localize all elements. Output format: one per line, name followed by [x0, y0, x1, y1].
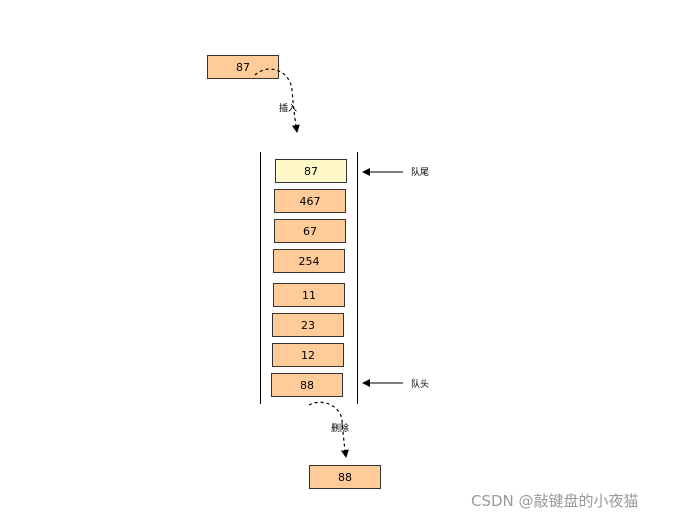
- queue-item: 11: [273, 283, 345, 307]
- outgoing-item-box: 88: [309, 465, 381, 489]
- insert-label: 插入: [279, 104, 298, 114]
- delete-label: 删除: [331, 424, 350, 434]
- queue-left-wall: [260, 152, 261, 404]
- queue-item-head: 88: [271, 373, 343, 397]
- incoming-item-box: 87: [207, 55, 279, 79]
- head-label: 队头: [411, 380, 430, 390]
- delete-arrow: [308, 401, 349, 458]
- insert-arrow: [254, 68, 300, 133]
- queue-item: 12: [272, 343, 344, 367]
- queue-item: 254: [273, 249, 345, 273]
- queue-item: 467: [274, 189, 346, 213]
- queue-right-wall: [357, 152, 358, 404]
- watermark: CSDN @敲键盘的小夜猫: [471, 492, 639, 510]
- queue-item: 23: [272, 313, 344, 337]
- tail-label: 队尾: [411, 168, 430, 178]
- queue-item: 67: [274, 219, 346, 243]
- queue-item-tail: 87: [275, 159, 347, 183]
